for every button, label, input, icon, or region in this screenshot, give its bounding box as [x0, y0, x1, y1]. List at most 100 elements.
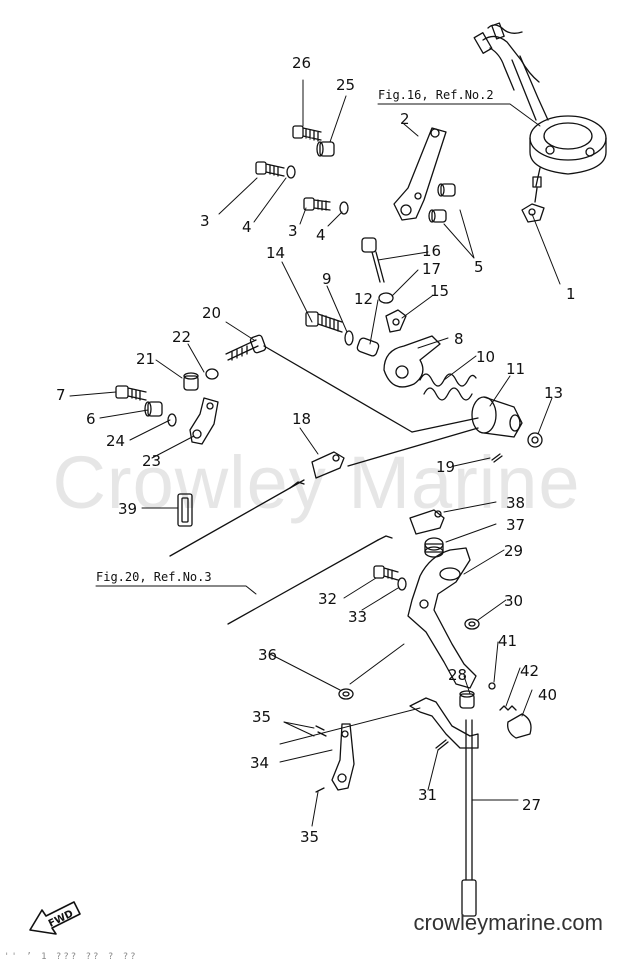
part-25-collar: [316, 141, 335, 157]
callout-37: 37: [506, 516, 525, 534]
callout-40: 40: [538, 686, 557, 704]
part-9-washer: [344, 330, 354, 346]
part-21-bushing: [183, 372, 199, 391]
part-22-nut: [205, 368, 219, 380]
callout-4: 4: [242, 218, 252, 236]
part-27-shift-rod: [409, 697, 479, 917]
callout-12: 12: [354, 290, 373, 308]
part-29-bracket: [407, 547, 477, 689]
part-20-rod-end: [225, 334, 267, 361]
part-31-pin: [435, 739, 449, 751]
part-19-pin: [491, 453, 503, 463]
part-17-nut: [378, 292, 394, 304]
callout-1: 1: [566, 285, 576, 303]
part-11-drum: [471, 396, 523, 438]
part-5-bushings: [428, 183, 456, 223]
part-3-screw-upper: [255, 161, 285, 177]
callout-41: 41: [498, 632, 517, 650]
callout-29: 29: [504, 542, 523, 560]
callout-39: 39: [118, 500, 137, 518]
part-39-clip: [177, 493, 193, 527]
part-7-bolt: [115, 385, 147, 401]
callout-22: 22: [172, 328, 191, 346]
callout-31: 31: [418, 786, 437, 804]
part-4-washer-lower: [339, 201, 349, 215]
callout-3: 3: [200, 212, 210, 230]
callout-4: 4: [316, 226, 326, 244]
callout-24: 24: [106, 432, 125, 450]
part-34-link: [331, 723, 355, 791]
part-8-cam-lever: [383, 335, 441, 388]
part-36-washer: [338, 688, 354, 700]
callout-32: 32: [318, 590, 337, 608]
callout-21: 21: [136, 350, 155, 368]
part-38-cable-end: [409, 509, 445, 535]
callout-18: 18: [292, 410, 311, 428]
callout-26: 26: [292, 54, 311, 72]
callout-13: 13: [544, 384, 563, 402]
part-16-link-rod: [361, 237, 385, 283]
callout-numbers: 1 2 3 3 4 4 5 6 7 8 9 10 11 12 13 14 15 …: [56, 54, 576, 846]
callout-23: 23: [142, 452, 161, 470]
footer-code: '' ’ 1 ??? ?? ? ??: [4, 952, 138, 962]
part-2-shift-lever: [393, 127, 447, 221]
leader-lines: [69, 79, 561, 827]
callout-25: 25: [336, 76, 355, 94]
part-15-joint: [385, 309, 407, 333]
callout-7: 7: [56, 386, 66, 404]
part-13-nut: [527, 432, 543, 448]
callout-9: 9: [322, 270, 332, 288]
callout-14: 14: [266, 244, 285, 262]
callout-16: 16: [422, 242, 441, 260]
fwd-label: FWD: [47, 908, 75, 929]
part-37-bushing: [424, 537, 444, 558]
part-42-spring: [499, 705, 517, 711]
linkage-lines: [169, 345, 479, 625]
watermark: Crowley Marine: [52, 441, 581, 524]
callout-2: 2: [400, 110, 410, 128]
callout-35: 35: [300, 828, 319, 846]
part-28-collar: [459, 690, 475, 709]
callout-30: 30: [504, 592, 523, 610]
callout-35: 35: [252, 708, 271, 726]
callout-17: 17: [422, 260, 441, 278]
callout-10: 10: [476, 348, 495, 366]
callout-3: 3: [288, 222, 298, 240]
callout-6: 6: [86, 410, 96, 428]
callout-19: 19: [436, 458, 455, 476]
part-33-washer: [397, 577, 407, 591]
callout-8: 8: [454, 330, 464, 348]
reference-fig20: Fig.20, Ref.No.3: [96, 570, 212, 584]
callout-11: 11: [506, 360, 525, 378]
part-6-collar: [144, 401, 163, 417]
part-3-screw-lower: [303, 197, 331, 211]
callout-33: 33: [348, 608, 367, 626]
part-24-washer: [167, 413, 177, 427]
part-10-spring: [419, 373, 477, 401]
part-30-washer: [464, 618, 480, 630]
callout-34: 34: [250, 754, 269, 772]
callout-5: 5: [474, 258, 484, 276]
callout-36: 36: [258, 646, 277, 664]
fwd-arrow-icon: FWD: [29, 901, 81, 935]
site-url: crowleymarine.com: [413, 910, 604, 935]
callout-38: 38: [506, 494, 525, 512]
reference-lines: [95, 103, 541, 595]
part-18-cable-joint: [311, 451, 345, 479]
part-1-harness-assembly: [473, 22, 607, 223]
callout-15: 15: [430, 282, 449, 300]
part-40-knob: [507, 713, 532, 739]
callout-28: 28: [448, 666, 467, 684]
callout-42: 42: [520, 662, 539, 680]
reference-fig16: Fig.16, Ref.No.2: [378, 88, 494, 102]
part-26-bolt: [292, 125, 322, 142]
part-23-throttle-arm: [189, 397, 219, 445]
part-4-washer-upper: [286, 165, 296, 179]
part-35-clips: [315, 725, 327, 793]
part-12-collar: [356, 337, 380, 357]
callout-27: 27: [522, 796, 541, 814]
part-41-ball: [488, 682, 496, 690]
callout-20: 20: [202, 304, 221, 322]
